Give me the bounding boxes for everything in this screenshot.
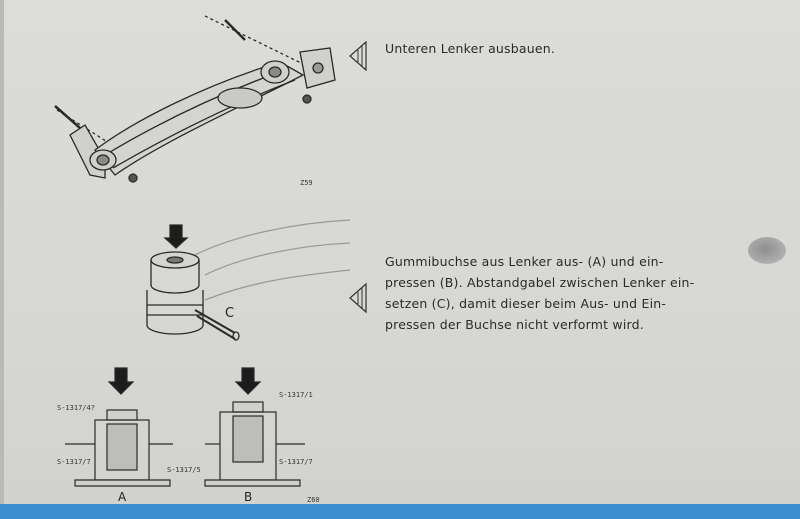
- scan-edge: [0, 0, 4, 504]
- step1-caption: Unteren Lenker ausbauen.: [385, 41, 556, 56]
- figure-code-2: Z60: [307, 496, 320, 504]
- triangle-pointer-icon: [349, 282, 367, 314]
- caption-line: pressen (B). Abstandgabel zwischen Lenke…: [385, 275, 695, 290]
- step2-caption: Gummibuchse aus Lenker aus- (A) und ein-…: [385, 251, 705, 335]
- figure-label-a: A: [118, 490, 127, 504]
- press-tools-illustration: S-1317/4? S-1317/7 S-1317/5 S-1317/1 S-1…: [57, 367, 320, 504]
- fork-label: C: [225, 306, 234, 321]
- manual-page: Z59 Unteren Lenker ausbauen. C: [0, 0, 800, 504]
- triangle-pointer-icon: [349, 40, 367, 72]
- viewer-bottom-bar: [0, 504, 800, 519]
- tool-label: S-1317/1: [279, 391, 313, 399]
- tool-label: S-1317/5: [167, 466, 201, 474]
- tool-label: S-1317/7: [57, 458, 91, 466]
- control-arm-illustration: Z59: [54, 15, 336, 187]
- tool-label: S-1317/7: [279, 458, 313, 466]
- caption-line: setzen (C), damit dieser beim Aus- und E…: [385, 296, 667, 311]
- punch-hole: [748, 237, 786, 264]
- bushing-press-illustration: C: [146, 219, 351, 341]
- figure-code-1: Z59: [300, 179, 313, 187]
- tool-label: S-1317/4?: [57, 404, 95, 412]
- caption-line: Gummibuchse aus Lenker aus- (A) und ein-: [385, 254, 664, 269]
- caption-line: pressen der Buchse nicht verformt wird.: [385, 317, 644, 332]
- figure-label-b: B: [244, 490, 252, 504]
